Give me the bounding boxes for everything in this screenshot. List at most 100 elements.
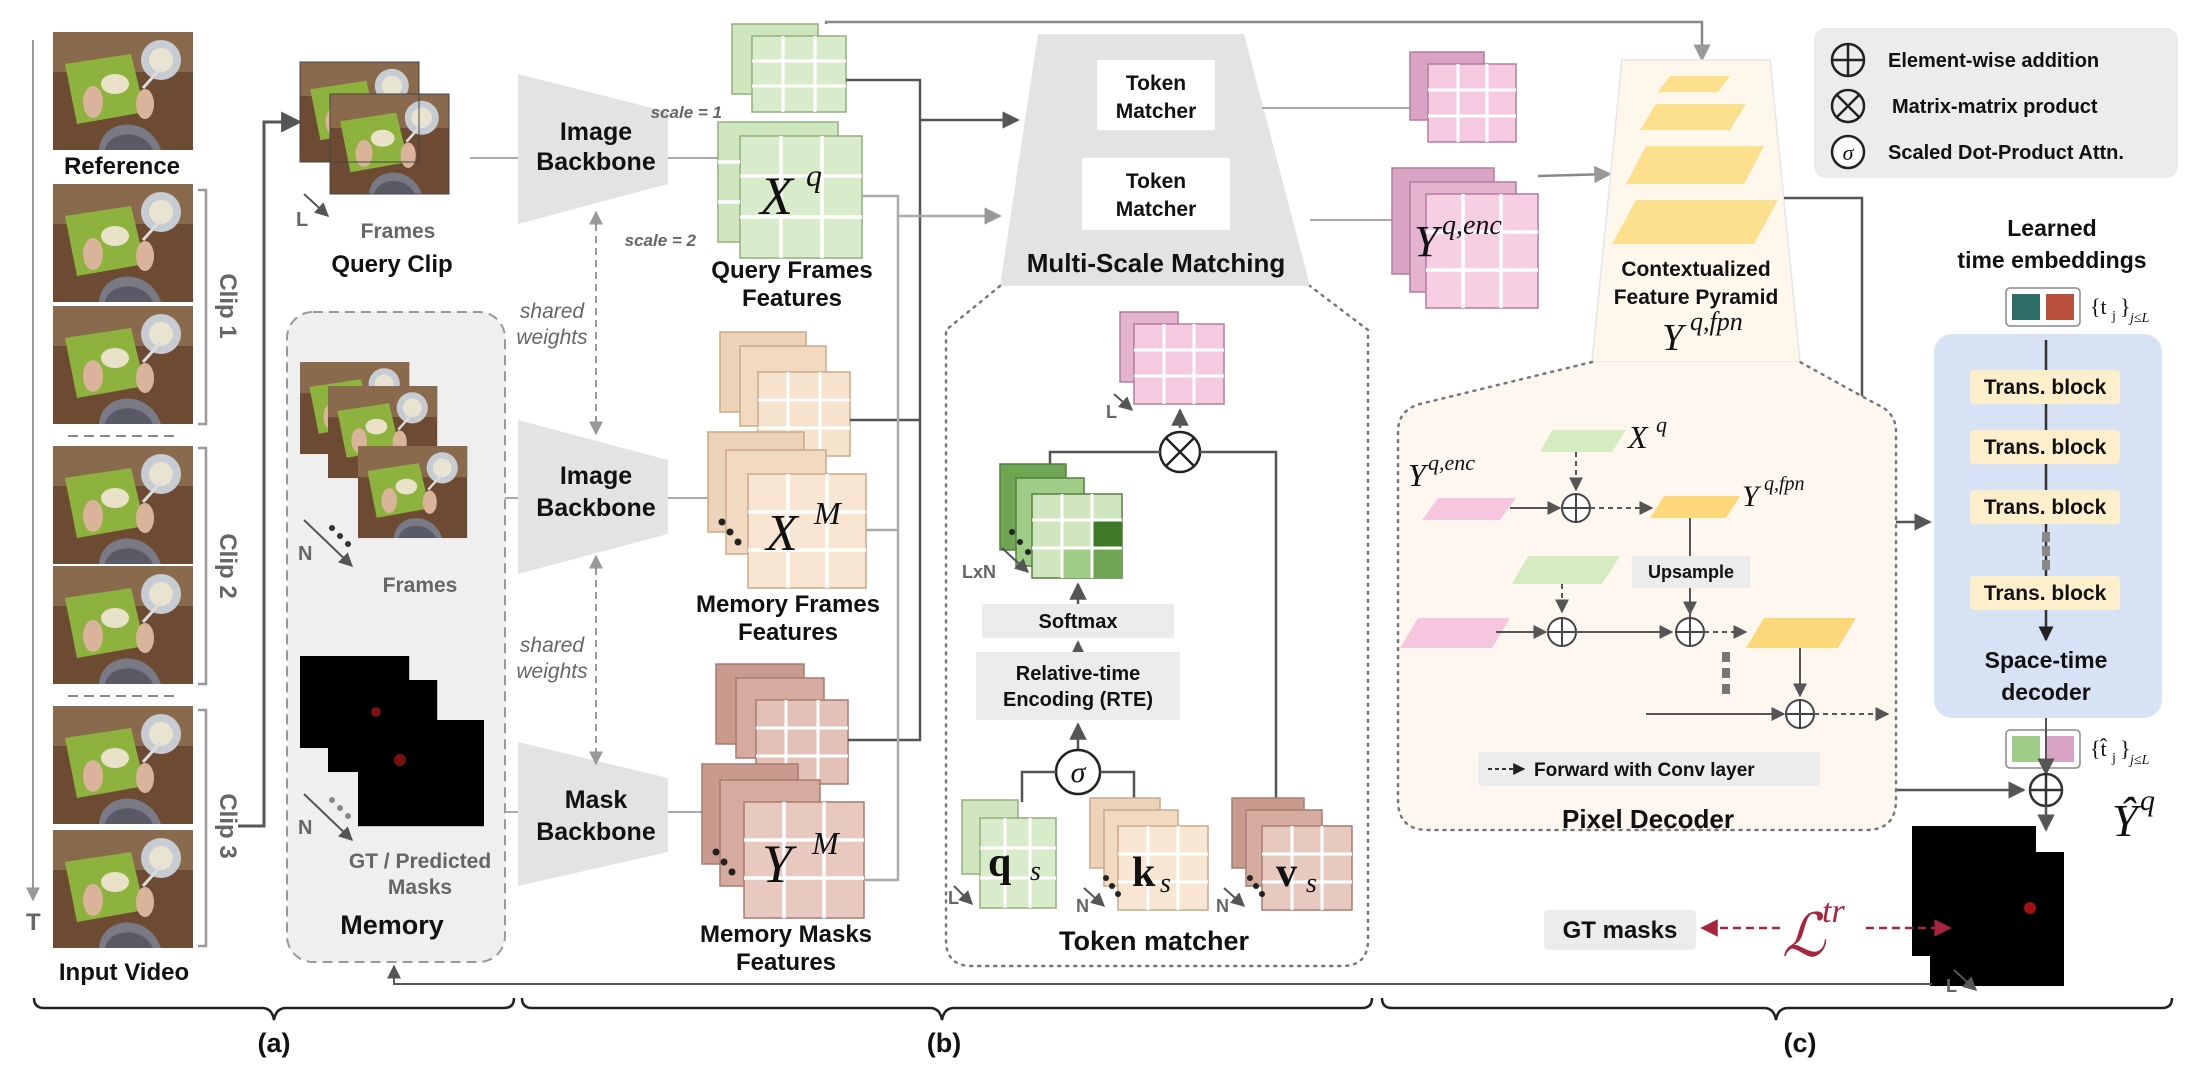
- trans-block-3: Trans. block: [1984, 496, 2107, 519]
- legend-sigma: σ: [1843, 140, 1855, 165]
- input-video-column: T Reference Clip 1 Clip 2 Clip 3 Input V…: [26, 30, 241, 986]
- t-hat-set-close: }: [2120, 736, 2131, 761]
- pd-yenc-symbol: Y: [1408, 457, 1429, 493]
- clip1-label: Clip 1: [214, 273, 241, 338]
- section-b-label: (b): [927, 1028, 961, 1058]
- query-clip-caption: Query Clip: [331, 251, 452, 278]
- section-braces: (a) (b) (c): [32, 997, 2174, 1058]
- memory-title: Memory: [340, 910, 444, 940]
- softmax-label: Softmax: [1039, 611, 1118, 633]
- query-features: scale = 1 X q scale = 2 Query Frames Fea…: [625, 23, 873, 312]
- k-n-label: N: [1076, 896, 1089, 916]
- fpn-caption-1: Contextualized: [1621, 258, 1770, 281]
- pd-yfpn-superscript: q,fpn: [1764, 473, 1805, 495]
- yenc-superscript: q,enc: [1442, 210, 1502, 241]
- loss-symbol: ℒ: [1782, 903, 1827, 969]
- pd-xq-superscript: q: [1656, 412, 1667, 437]
- mask-backbone-label-2: Backbone: [536, 818, 656, 846]
- decoder-title-2: decoder: [2001, 679, 2091, 705]
- scale-2-label: scale = 2: [625, 231, 697, 250]
- clip1-frame-2: [51, 304, 195, 426]
- v-subscript: s: [1306, 868, 1317, 899]
- k-subscript: s: [1160, 868, 1171, 899]
- memory-masks-label-1: GT / Predicted: [349, 850, 491, 873]
- t-set-range: j≤L: [2128, 311, 2150, 326]
- clip2-label: Clip 2: [214, 533, 241, 598]
- backbones: Image Backbone Image Backbone Mask Backb…: [470, 74, 720, 886]
- xq-symbol: X: [758, 166, 795, 226]
- t-set-open: {t: [2090, 294, 2107, 319]
- upsample-label: Upsample: [1648, 562, 1734, 582]
- shared-weights-bottom-1: shared: [520, 634, 586, 657]
- q-symbol: q: [988, 840, 1011, 886]
- clip2-frame-2: [51, 564, 195, 686]
- trans-block-4: Trans. block: [1984, 582, 2107, 605]
- legend-attention: Scaled Dot-Product Attn.: [1888, 142, 2124, 164]
- token-matcher-title: Token matcher: [1059, 926, 1250, 956]
- memory-masks-label-2: Masks: [388, 876, 452, 899]
- v-n-label: N: [1216, 896, 1229, 916]
- memory-features-caption-1: Memory Frames: [696, 591, 880, 618]
- prediction-l-label: L: [1946, 976, 1957, 996]
- xq-superscript: q: [806, 157, 822, 193]
- attention-icon: [1830, 134, 1866, 170]
- section-a-label: (a): [258, 1028, 291, 1058]
- mask-features-caption-1: Memory Masks: [700, 921, 872, 948]
- legend: Element-wise addition Matrix-matrix prod…: [1814, 28, 2178, 178]
- memory-mask-features: Y M Memory Masks Features: [700, 663, 872, 976]
- pd-yenc-superscript: q,enc: [1428, 450, 1475, 475]
- scale-1-label: scale = 1: [651, 103, 722, 122]
- image-backbone-query: [518, 74, 668, 224]
- token-matcher-2-label-1: Token: [1126, 170, 1186, 193]
- reference-label: Reference: [64, 153, 180, 180]
- loss-section: GT masks ℒ tr: [1544, 893, 1952, 969]
- time-axis-label: T: [26, 909, 41, 936]
- yhat-symbol: Ŷ: [2112, 795, 2142, 846]
- clip1-bracket: [198, 188, 208, 426]
- token-matcher-1-label-1: Token: [1126, 72, 1186, 95]
- query-l-label: L: [296, 209, 308, 231]
- v-symbol: v: [1276, 850, 1297, 896]
- product-icon: [1830, 88, 1866, 124]
- memory-n-label-frames: N: [298, 543, 312, 565]
- predicted-mask-front: [1930, 852, 2064, 986]
- legend-product: Matrix-matrix product: [1892, 96, 2098, 118]
- t-set-sub: j: [2111, 309, 2116, 324]
- query-frames-label: Frames: [361, 220, 436, 243]
- query-features-caption-2: Features: [742, 285, 842, 312]
- memory-frame-features: X M Memory Frames Features: [696, 331, 880, 646]
- shared-weights-top-2: weights: [516, 326, 588, 349]
- mask-backbone-label-1: Mask: [565, 786, 628, 814]
- clip-to-query-arrow: [238, 111, 303, 828]
- time-embeddings-label-2: time embeddings: [1957, 247, 2146, 273]
- pd-xq-symbol: X: [1626, 419, 1649, 455]
- pd-yfpn-symbol: Y: [1742, 480, 1762, 513]
- trans-block-1: Trans. block: [1984, 376, 2107, 399]
- reference-frame: [51, 30, 195, 152]
- query-features-caption-1: Query Frames: [711, 257, 872, 284]
- multi-scale-matching: Token Matcher Token Matcher Multi-Scale …: [1000, 34, 1412, 286]
- memory-features-caption-2: Features: [738, 619, 838, 646]
- fpn-caption-2: Feature Pyramid: [1614, 286, 1779, 309]
- pixel-decoder-title: Pixel Decoder: [1562, 804, 1734, 834]
- space-time-decoder: Learned time embeddings {t j } j≤L Trans…: [1862, 215, 2162, 996]
- clip2-frame-1: [51, 444, 195, 566]
- image-backbone-memory-label-1: Image: [560, 462, 632, 490]
- clip1-frame-1: [51, 182, 195, 304]
- memory-panel: N Frames N GT / Predicted Masks Memory: [286, 311, 506, 963]
- ym-symbol: Y: [762, 834, 797, 894]
- query-clip: L Frames Query Clip: [296, 60, 453, 278]
- image-backbone-query-label-1: Image: [560, 118, 632, 146]
- clip3-frame-1: [51, 704, 195, 826]
- token-matcher-detail: L LxN Softmax Relative-time Encoding (RT…: [944, 284, 1370, 968]
- fpn-y-symbol: Y: [1662, 317, 1687, 359]
- clip3-bracket: [198, 708, 208, 948]
- xm-symbol: X: [764, 505, 800, 562]
- tm-output-l-label: L: [1106, 402, 1117, 422]
- ym-superscript: M: [811, 825, 841, 861]
- mask-features-caption-2: Features: [736, 949, 836, 976]
- memory-frames-label: Frames: [383, 574, 458, 597]
- shared-weights-bottom-2: weights: [516, 660, 588, 683]
- trans-block-2: Trans. block: [1984, 436, 2107, 459]
